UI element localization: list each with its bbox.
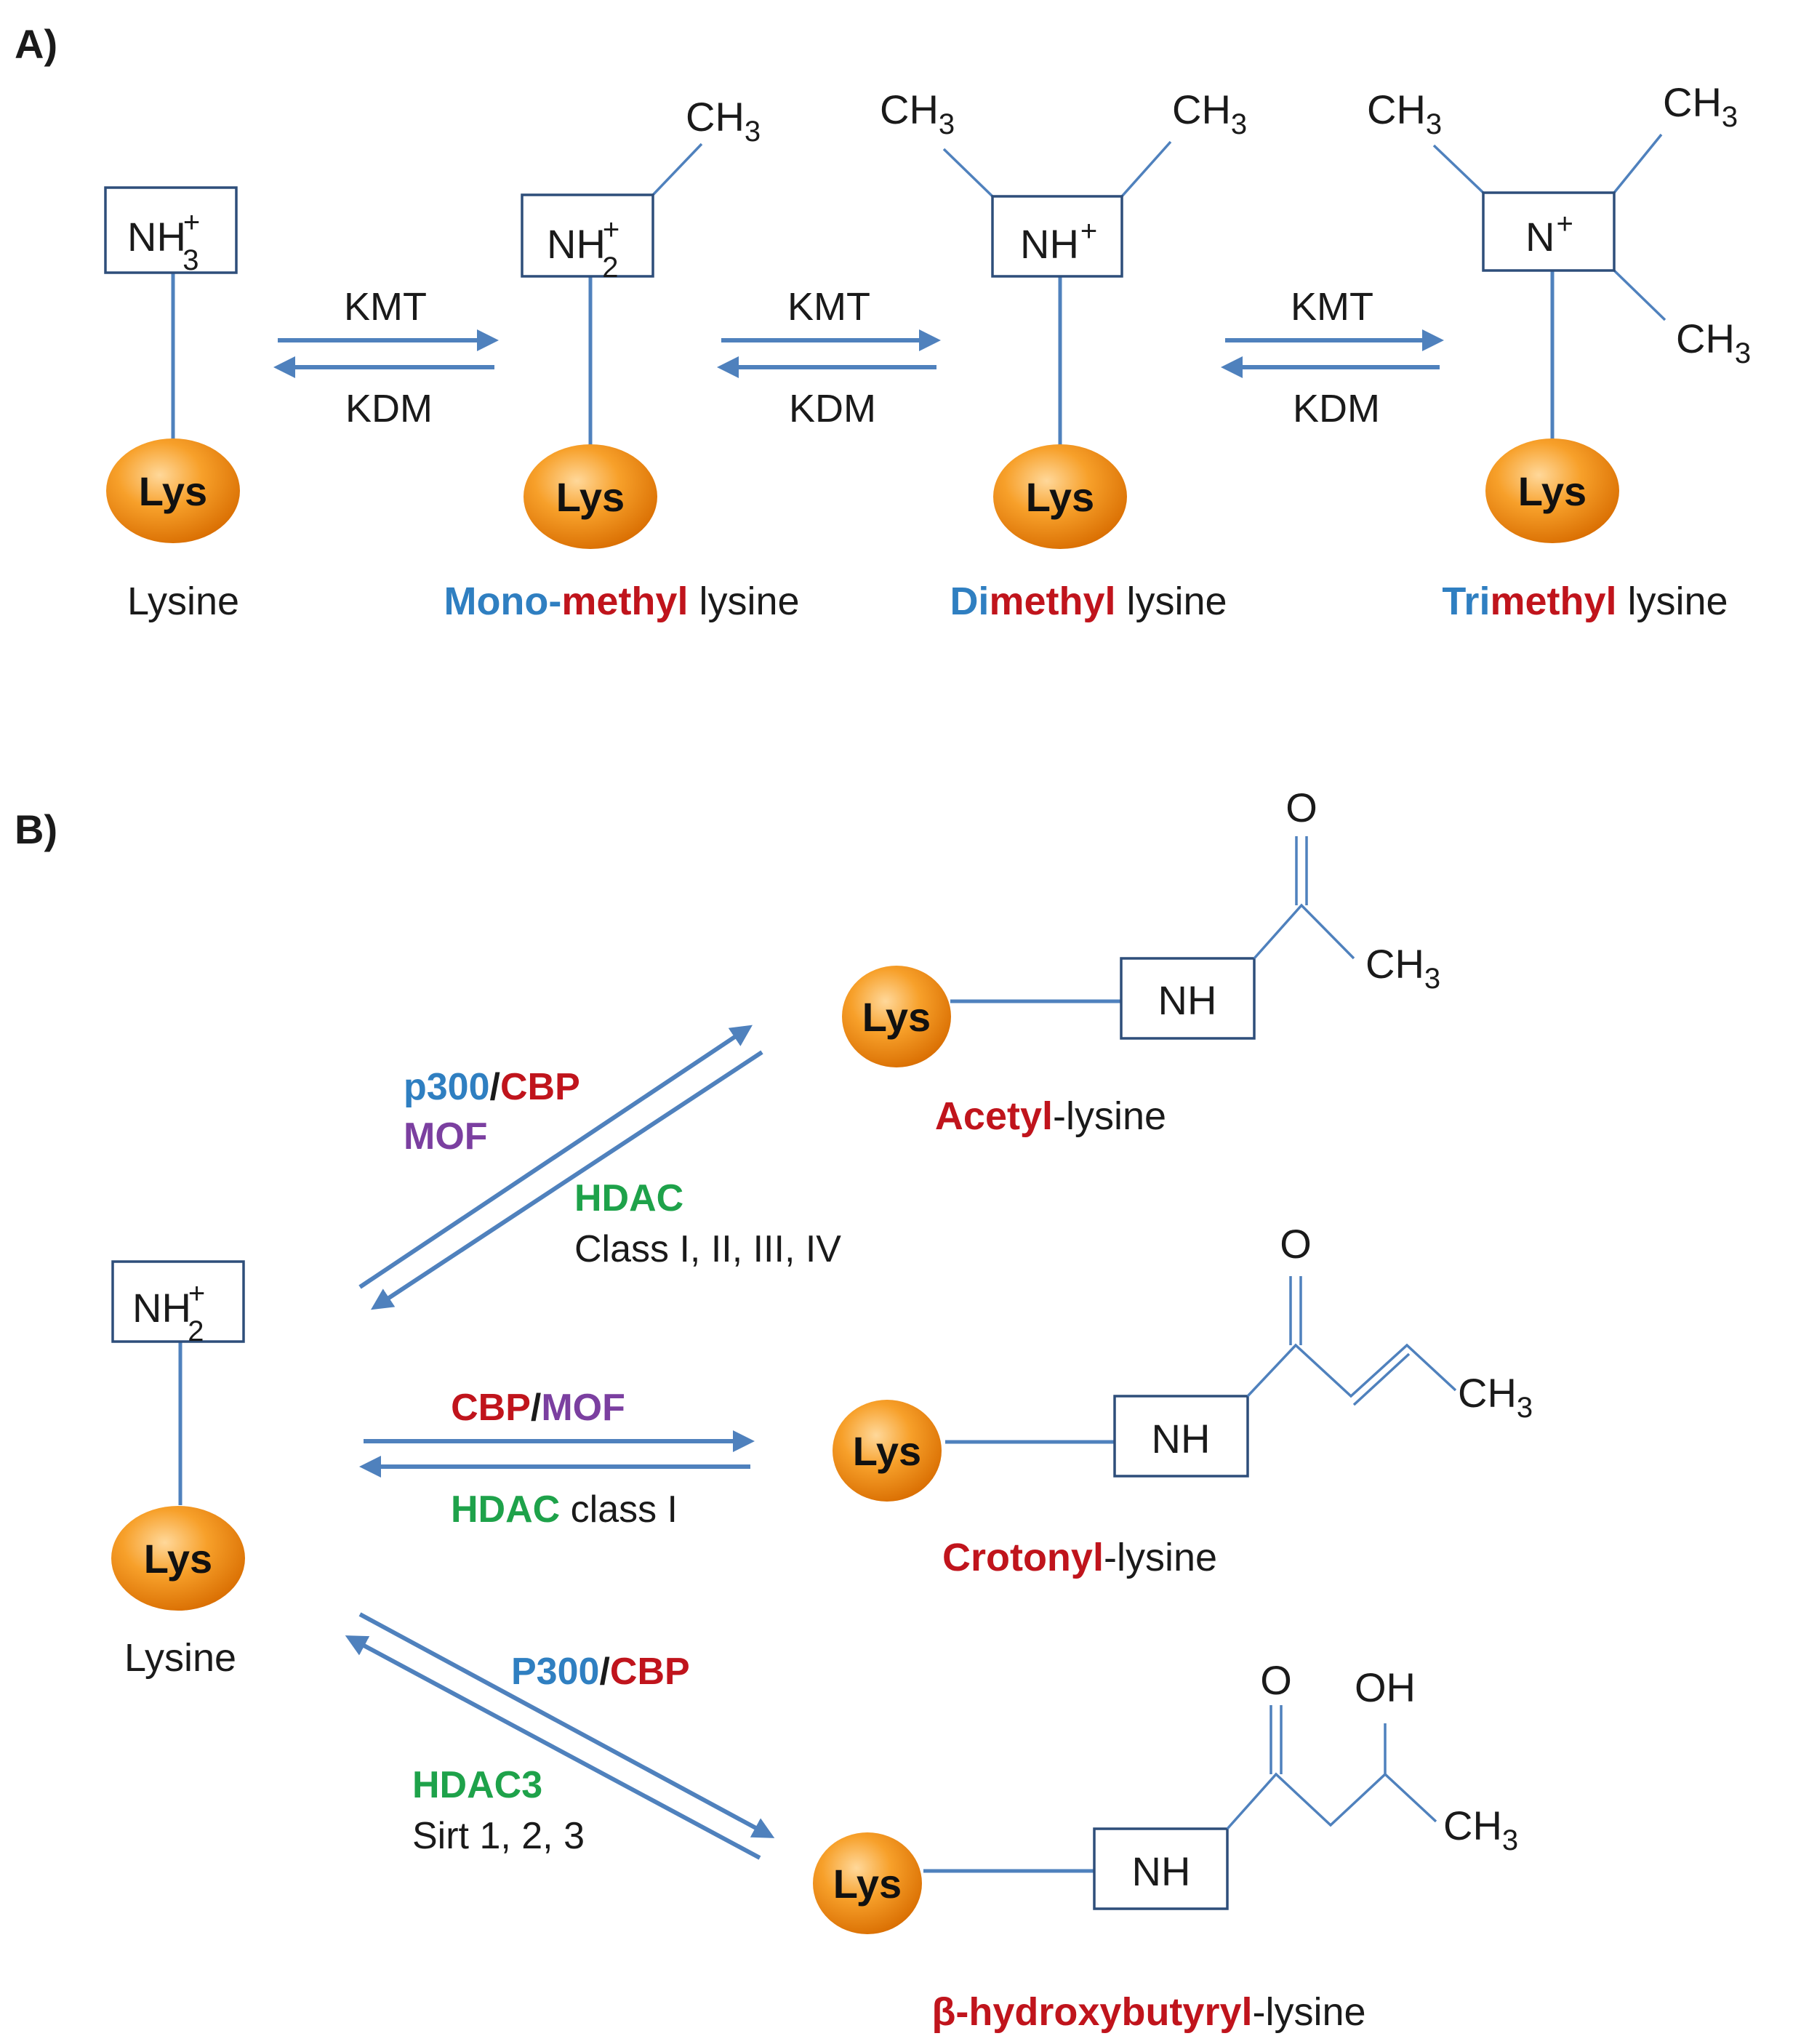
species-trimethyl-lysine: N+ CH3 CH3 CH3 Lys Trimethyl lysine (1367, 79, 1751, 623)
forward-arrow (358, 1025, 753, 1289)
amine-box (1482, 191, 1616, 272)
nh-label: NH (1152, 1416, 1211, 1462)
acyl-chain (1226, 1772, 1437, 1830)
kdm-label: KDM (345, 387, 433, 430)
equilibrium-2: KMT KDM (717, 285, 941, 430)
methyl-bond-left (1432, 144, 1485, 194)
kmt-label: KMT (344, 285, 427, 329)
amide-box (1120, 957, 1256, 1040)
methyl-group-left: CH3 (880, 87, 955, 140)
amine-group: NH+2 (132, 1278, 205, 1347)
species-name: Mono-methyl lysine (444, 580, 799, 623)
double-bond (1352, 1352, 1411, 1406)
eraser-classes-label: Class I, II, III, IV (574, 1228, 841, 1270)
product-name: Acetyl-lysine (935, 1094, 1166, 1138)
species-mono-methyl-lysine: NH+2 CH3 Lys Mono-methyl lysine (444, 94, 799, 623)
lys-label: Lys (853, 1428, 921, 1474)
methyl-group: CH3 (686, 94, 761, 148)
lys-label: Lys (139, 468, 207, 514)
lys-residue-ball (833, 1400, 942, 1502)
start-lysine: NH+2 Lys Lysine (111, 1260, 245, 1680)
writer-label: p300/CBP (404, 1066, 580, 1108)
methyl-bond-left (942, 148, 994, 198)
lys-label: Lys (144, 1536, 212, 1582)
writer-label: P300/CBP (511, 1651, 690, 1693)
lys-residue-ball (106, 438, 240, 543)
amide-box (1113, 1395, 1249, 1478)
methyl-bond-right (1120, 140, 1172, 198)
methyl-group: CH3 (1365, 941, 1440, 995)
species-lysine: NH+3 Lys Lysine (104, 186, 240, 623)
panel-a-label: A) (15, 21, 57, 67)
lys-label: Lys (862, 994, 931, 1040)
acyl-chain (1246, 1343, 1457, 1398)
amine-box (991, 195, 1123, 278)
amine-group: N+ (1525, 208, 1573, 260)
eraser-label: HDAC class I (451, 1488, 678, 1531)
methyl-bond-top-right (1613, 133, 1663, 194)
lys-label: Lys (1518, 468, 1587, 514)
kdm-label: KDM (1293, 387, 1380, 430)
reverse-arrow (370, 1050, 763, 1310)
oxygen-label: O (1280, 1221, 1312, 1267)
equilibrium-1: KMT KDM (273, 285, 499, 430)
acetyl-lysine: NH O CH3 Lys Acetyl-lysine (842, 785, 1440, 1138)
acyl-chain (1253, 903, 1355, 960)
nh-label: NH (1132, 1848, 1191, 1894)
writer-label: CBP/MOF (451, 1387, 625, 1429)
amine-box (111, 1260, 245, 1343)
eraser-label: HDAC3 (412, 1764, 542, 1806)
kdm-label: KDM (789, 387, 876, 430)
amine-group: NH+3 (127, 207, 200, 276)
methyl-group-bottom-right: CH3 (1676, 316, 1751, 369)
methyl-group-top-right: CH3 (1663, 79, 1738, 133)
oxygen-label: O (1260, 1657, 1292, 1703)
methyl-group-right: CH3 (1172, 87, 1247, 140)
product-name: Crotonyl-lysine (942, 1536, 1217, 1579)
oxygen-label: O (1285, 785, 1317, 830)
acetyl-equilibrium: p300/CBP MOF HDAC Class I, II, III, IV (358, 1025, 841, 1310)
hydroxyl-label: OH (1355, 1664, 1416, 1710)
eraser-sirt-label: Sirt 1, 2, 3 (412, 1815, 585, 1857)
hydroxybutyryl-equilibrium: P300/CBP HDAC3 Sirt 1, 2, 3 (345, 1612, 775, 1860)
lys-label: Lys (1026, 474, 1094, 520)
lys-residue-ball (524, 444, 657, 549)
product-name: β-hydroxybutyryl-lysine (931, 1990, 1365, 2034)
crotonyl-equilibrium: CBP/MOF HDAC class I (359, 1387, 755, 1531)
lys-label: Lys (833, 1861, 902, 1907)
panel-b-label: B) (15, 806, 57, 852)
lys-residue-ball (993, 444, 1127, 549)
nh-label: NH (1158, 977, 1217, 1023)
species-dimethyl-lysine: NH+ CH3 CH3 Lys Dimethyl lysine (880, 87, 1247, 623)
species-name: Lysine (127, 580, 239, 623)
kmt-label: KMT (1291, 285, 1373, 329)
amine-box (104, 186, 238, 274)
lys-residue-ball (813, 1832, 922, 1934)
lys-label: Lys (556, 474, 625, 520)
methyl-group: CH3 (1443, 1803, 1518, 1856)
species-name: Dimethyl lysine (950, 580, 1227, 623)
eraser-label: HDAC (574, 1177, 683, 1219)
writer-mof-label: MOF (404, 1115, 488, 1158)
forward-arrow (358, 1612, 775, 1838)
methyl-group: CH3 (1458, 1370, 1533, 1424)
amine-box (521, 193, 654, 278)
crotonyl-lysine: NH O CH3 Lys Crotonyl-lysine (833, 1221, 1533, 1579)
amine-group: NH+2 (547, 214, 619, 284)
equilibrium-3: KMT KDM (1221, 285, 1444, 430)
lys-residue-ball (111, 1506, 245, 1611)
amide-box (1093, 1827, 1229, 1910)
beta-hydroxybutyryl-lysine: NH O OH CH3 Lys β-hydroxybutyryl-lysine (813, 1657, 1518, 2034)
lys-residue-ball (842, 966, 951, 1067)
reverse-arrow (345, 1635, 761, 1860)
methyl-group-left: CH3 (1367, 87, 1442, 140)
lys-residue-ball (1485, 438, 1619, 543)
methyl-bond-bottom-right (1613, 269, 1666, 321)
methyl-bond (651, 143, 703, 196)
amine-group: NH+ (1020, 215, 1097, 267)
species-name: Trimethyl lysine (1442, 580, 1728, 623)
species-name: Lysine (124, 1636, 236, 1680)
kmt-label: KMT (787, 285, 870, 329)
